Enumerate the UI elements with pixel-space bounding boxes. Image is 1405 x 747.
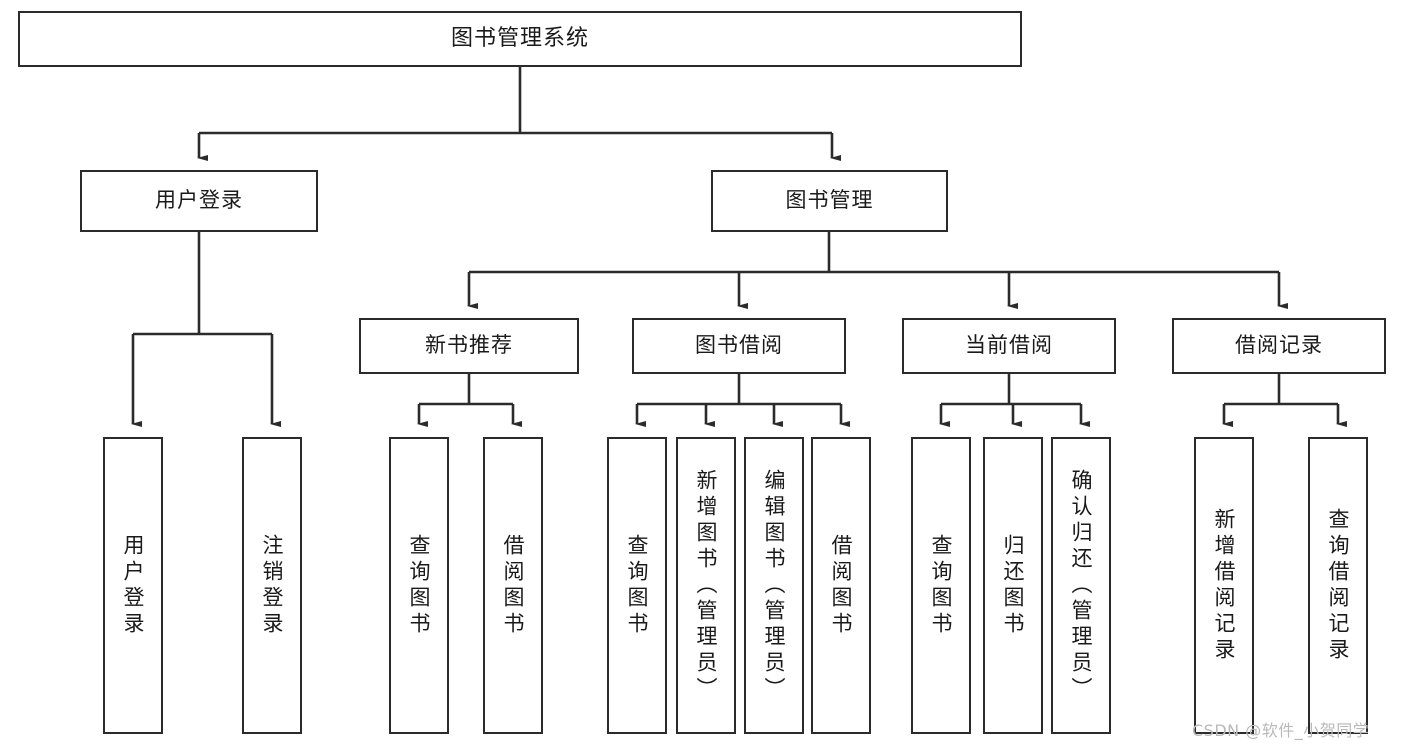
node-label: 编辑图书（管理员） <box>762 468 787 703</box>
leaf-user-login-login[interactable]: 用户登录 <box>103 437 163 734</box>
node-label: 查询图书 <box>407 533 432 638</box>
node-label: 用户登录 <box>155 188 243 213</box>
node-label: 归还图书 <box>1001 533 1026 638</box>
leaf-current-return-book[interactable]: 归还图书 <box>983 437 1043 734</box>
leaf-record-query-record[interactable]: 查询借阅记录 <box>1308 437 1368 734</box>
node-label: 新增借阅记录 <box>1212 507 1237 664</box>
leaf-current-confirm-return-admin[interactable]: 确认归还（管理员） <box>1051 437 1111 734</box>
node-book-borrow[interactable]: 图书借阅 <box>632 318 846 374</box>
node-label: 图书管理 <box>785 188 874 213</box>
node-book-management[interactable]: 图书管理 <box>711 170 948 232</box>
node-user-login[interactable]: 用户登录 <box>80 170 318 232</box>
node-label: 查询借阅记录 <box>1326 507 1351 664</box>
node-current-borrow[interactable]: 当前借阅 <box>902 318 1116 374</box>
leaf-borrow-edit-book-admin[interactable]: 编辑图书（管理员） <box>744 437 804 734</box>
node-label: 借阅图书 <box>829 533 854 638</box>
node-label: 借阅记录 <box>1235 333 1323 358</box>
node-label: 新增图书（管理员） <box>694 468 719 703</box>
node-label: 查询图书 <box>625 533 650 638</box>
node-label: 确认归还（管理员） <box>1069 468 1094 703</box>
leaf-user-login-logout[interactable]: 注销登录 <box>242 437 302 734</box>
node-label: 图书管理系统 <box>450 25 589 51</box>
leaf-borrow-borrow-book[interactable]: 借阅图书 <box>811 437 871 734</box>
node-label: 用户登录 <box>121 533 146 638</box>
leaf-recommend-query-book[interactable]: 查询图书 <box>389 437 449 734</box>
leaf-recommend-borrow-book[interactable]: 借阅图书 <box>483 437 543 734</box>
node-new-book-recommend[interactable]: 新书推荐 <box>359 318 579 374</box>
leaf-record-add-record[interactable]: 新增借阅记录 <box>1194 437 1254 734</box>
node-label: 新书推荐 <box>425 333 513 358</box>
node-root-system[interactable]: 图书管理系统 <box>18 11 1022 67</box>
node-label: 查询图书 <box>929 533 954 638</box>
node-label: 借阅图书 <box>501 533 526 638</box>
leaf-current-query-book[interactable]: 查询图书 <box>911 437 971 734</box>
node-borrow-record[interactable]: 借阅记录 <box>1172 318 1386 374</box>
csdn-watermark: CSDN @软件_小贺同学 <box>1192 721 1370 740</box>
node-label: 图书借阅 <box>695 333 783 358</box>
leaf-borrow-add-book-admin[interactable]: 新增图书（管理员） <box>676 437 736 734</box>
node-label: 注销登录 <box>260 533 285 638</box>
leaf-borrow-query-book[interactable]: 查询图书 <box>607 437 667 734</box>
node-label: 当前借阅 <box>965 333 1053 358</box>
